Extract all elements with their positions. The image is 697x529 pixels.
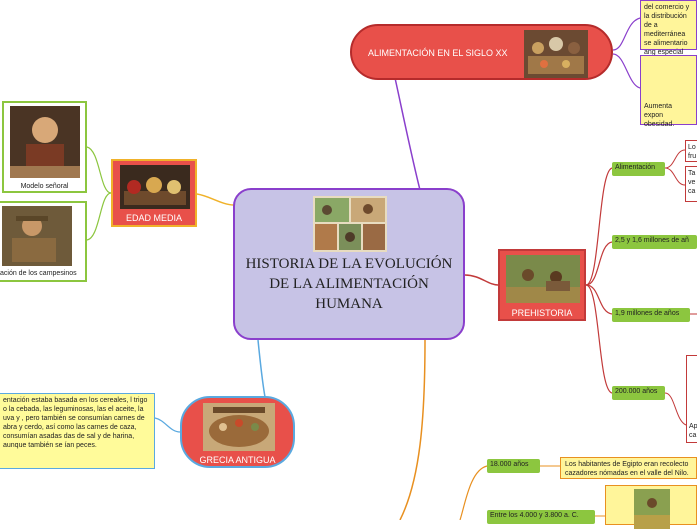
topic-siglo-xx-label: ALIMENTACIÓN EN EL SIGLO XX xyxy=(368,48,508,58)
nobleman-eating-image xyxy=(10,106,80,178)
medieval-food-image xyxy=(120,165,190,209)
topic-grecia-antigua-label: GRECIA ANTIGUA xyxy=(199,455,276,465)
topic-prehistoria[interactable]: PREHISTORIA xyxy=(498,249,586,321)
siglo-xx-note-obesity: Aumenta expon obesidad. xyxy=(640,55,697,128)
food-market-image xyxy=(524,30,588,78)
edad-media-child-senoral[interactable]: Modelo señoral xyxy=(2,101,87,193)
edad-media-child-campesinos-label: ación de los campesinos xyxy=(0,270,77,277)
prehistoria-note-lo: Lo fru xyxy=(685,140,697,162)
siglo-xx-note-commerce: del comercio y la distribución de a medi… xyxy=(640,0,697,65)
topic-edad-media[interactable]: EDAD MEDIA xyxy=(111,159,197,227)
central-title: HISTORIA DE LA EVOLUCIÓN DE LA ALIMENTAC… xyxy=(245,256,453,312)
central-topic[interactable]: HISTORIA DE LA EVOLUCIÓN DE LA ALIMENTAC… xyxy=(233,188,465,340)
egipto-date-4000[interactable]: Entre los 4.000 y 3.800 a. C. xyxy=(487,510,595,524)
history-collage-image xyxy=(313,196,387,252)
topic-siglo-xx[interactable]: ALIMENTACIÓN EN EL SIGLO XX xyxy=(350,24,613,80)
egypt-harvest-image xyxy=(634,489,670,529)
egipto-date-18000[interactable]: 18.000 años xyxy=(487,459,540,473)
siglo-xx-note-obesity-text: Aumenta expon obesidad. xyxy=(644,103,675,128)
topic-grecia-antigua[interactable]: GRECIA ANTIGUA xyxy=(180,396,295,468)
prehistoria-200000[interactable]: 200.000 años xyxy=(612,386,665,400)
prehistoria-note-ta: Ta ve ca xyxy=(685,166,697,202)
prehistoria-alimentacion[interactable]: Alimentación xyxy=(612,162,665,176)
edad-media-child-senoral-label: Modelo señoral xyxy=(20,183,69,190)
egipto-note: Los habitantes de Egipto eran recolecto … xyxy=(560,457,697,479)
grecia-note: entación estaba basada en los cereales, … xyxy=(0,393,155,469)
topic-edad-media-label: EDAD MEDIA xyxy=(125,213,182,223)
prehistoric-hunters-image xyxy=(506,255,580,303)
greek-banquet-image xyxy=(203,403,275,451)
prehistoria-millones-19[interactable]: 1,9 millones de años xyxy=(612,308,690,322)
prehistoria-note-ap: Ap ca xyxy=(686,355,697,443)
peasant-image xyxy=(2,206,72,266)
edad-media-child-campesinos[interactable]: ación de los campesinos xyxy=(0,201,87,282)
egipto-image-box xyxy=(605,485,697,529)
prehistoria-millones-25[interactable]: 2,5 y 1,6 millones de añ xyxy=(612,235,697,249)
topic-prehistoria-label: PREHISTORIA xyxy=(511,308,573,318)
